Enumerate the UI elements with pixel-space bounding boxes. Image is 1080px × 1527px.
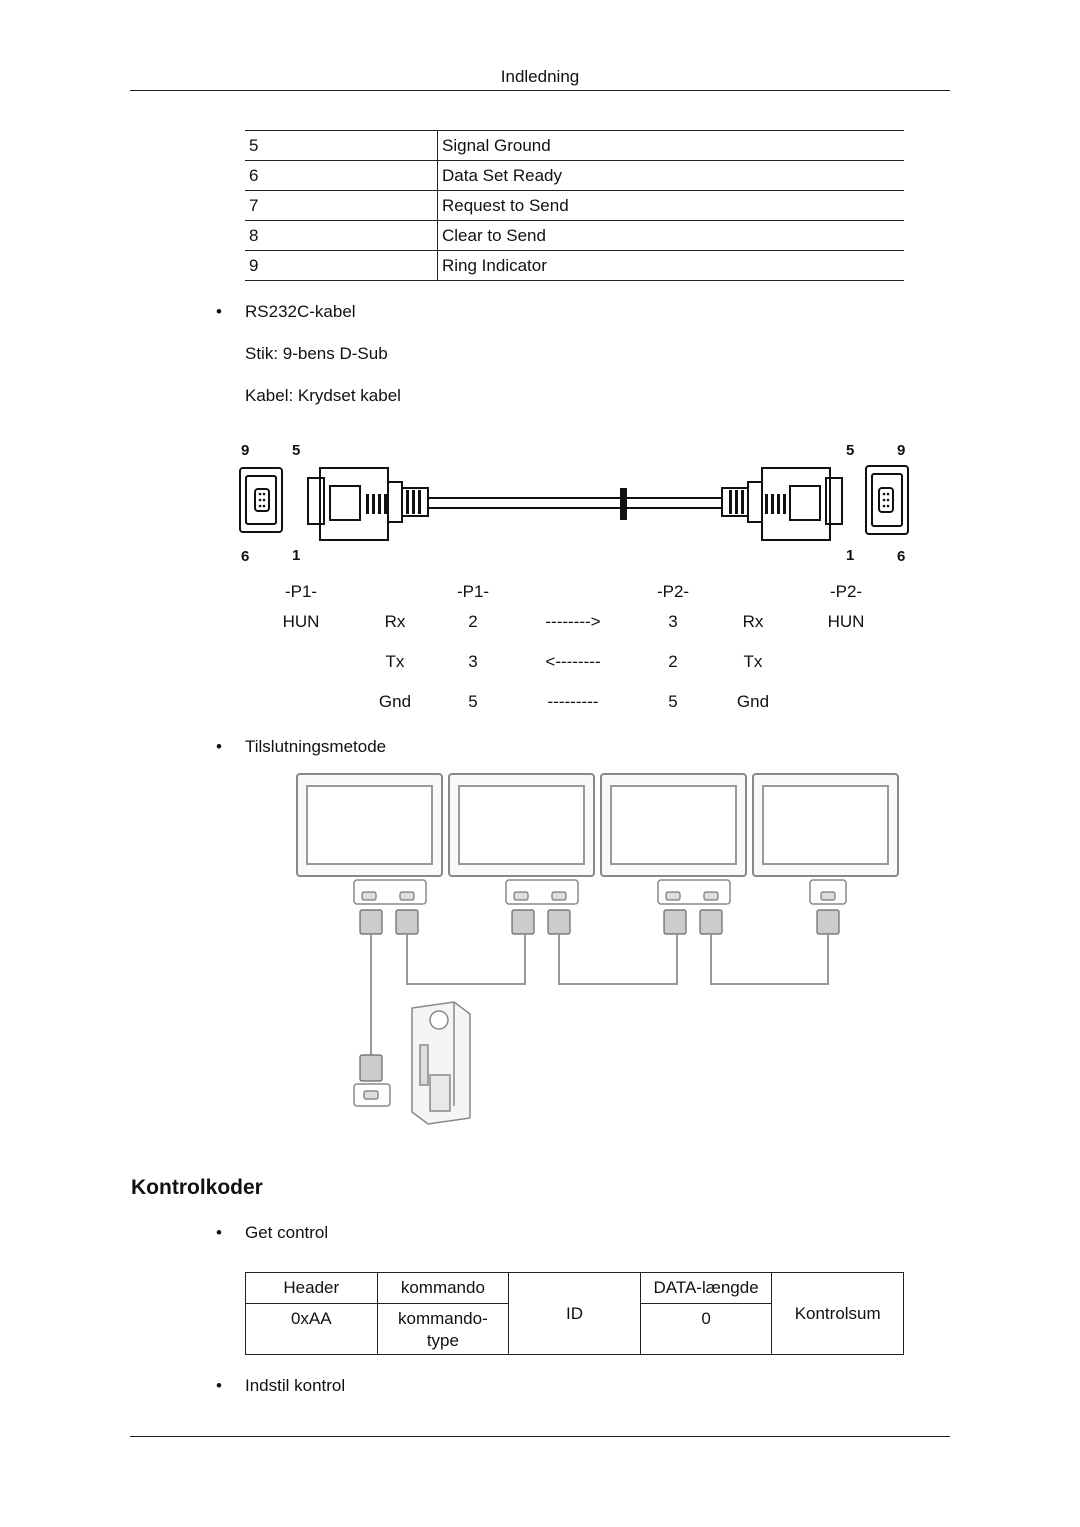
pin-label: 5 [292, 442, 300, 459]
wiring-pin: 2 [668, 652, 678, 671]
monitor-3 [600, 773, 747, 877]
monitor-2 [448, 773, 595, 877]
wiring-signal: Tx [743, 652, 763, 671]
wiring-pin: 3 [468, 652, 478, 671]
wiring-gender: HUN [827, 612, 865, 631]
left-connector-pins [258, 492, 266, 508]
set-control-heading: Indstil kontrol [245, 1376, 346, 1395]
bullet-marker: • [216, 1376, 222, 1395]
wiring-signal: Gnd [378, 692, 412, 711]
col-id: ID [508, 1272, 641, 1355]
wiring-signal: Tx [385, 652, 405, 671]
pin-signal: Signal Ground [437, 130, 904, 161]
pin-table: 5 Signal Ground 6 Data Set Ready 7 Reque… [245, 130, 904, 281]
col-header: Header [245, 1272, 378, 1304]
pc-plug [359, 1054, 383, 1082]
table-row: 9 Ring Indicator [245, 250, 904, 281]
daisy-chain-connection-illustration [296, 773, 899, 1125]
right-connector-face [865, 465, 909, 535]
col-command: kommando [376, 1272, 510, 1304]
right-connector-pins [882, 492, 890, 508]
pin-label: 9 [241, 442, 249, 459]
wiring-header: -P2- [656, 582, 690, 601]
pin-signal: Clear to Send [437, 220, 904, 251]
data-length-value: 0 [639, 1303, 773, 1355]
wiring-signal: Rx [742, 612, 764, 631]
wiring-pin: 5 [468, 692, 478, 711]
table-row: 8 Clear to Send [245, 220, 904, 251]
cable-spec: Kabel: Krydset kabel [245, 386, 401, 405]
pin-label: 6 [897, 548, 905, 565]
wiring-pin: 3 [668, 612, 678, 631]
db9-ports [361, 891, 836, 901]
monitor-1 [296, 773, 443, 877]
right-plug [721, 467, 843, 541]
wiring-gender: HUN [282, 612, 320, 631]
connector-spec: Stik: 9-bens D-Sub [245, 344, 388, 363]
wiring-pin: 2 [468, 612, 478, 631]
pin-number: 7 [245, 190, 438, 221]
cable-plugs [359, 909, 840, 935]
wiring-header: -P2- [829, 582, 863, 601]
cable-line [428, 497, 722, 509]
monitors [296, 773, 899, 877]
left-plug-grip [366, 490, 421, 514]
wiring-arrow: <-------- [545, 652, 601, 671]
pc-tower [411, 1001, 471, 1125]
pin-label: 1 [292, 547, 300, 564]
wiring-signal: Gnd [736, 692, 770, 711]
command-value: kommando- type [376, 1303, 510, 1355]
chain-cables [370, 934, 829, 1055]
rs232-cable-heading: RS232C-kabel [245, 302, 356, 321]
table-row: 0xAA kommando- type 0 [245, 1303, 904, 1355]
pin-label: 9 [897, 442, 905, 459]
pc-port-panel [353, 1083, 391, 1107]
table-row: 7 Request to Send [245, 190, 904, 221]
monitor-4 [752, 773, 899, 877]
header-value: 0xAA [245, 1303, 378, 1355]
wiring-arrow: --------> [545, 612, 601, 631]
cable-ferrite [620, 488, 627, 520]
right-plug-grip [729, 490, 786, 514]
pin-signal: Request to Send [437, 190, 904, 221]
wiring-signal: Rx [384, 612, 406, 631]
pin-number: 8 [245, 220, 438, 251]
table-row: 6 Data Set Ready [245, 160, 904, 191]
table-row: 5 Signal Ground [245, 130, 904, 161]
command-table: Header kommando ID DATA-længde Kontrolsu… [245, 1272, 904, 1355]
pin-number: 9 [245, 250, 438, 281]
table-row: Header kommando ID DATA-længde Kontrolsu… [245, 1272, 904, 1355]
bullet-marker: • [216, 302, 222, 321]
connection-method-heading: Tilslutningsmetode [245, 737, 387, 756]
footer-rule [130, 1436, 950, 1437]
section-title: Kontrolkoder [131, 1176, 263, 1199]
rs232-cable-illustration: 9 5 6 1 5 9 1 6 [239, 442, 909, 565]
pin-signal: Data Set Ready [437, 160, 904, 191]
wiring-pin: 5 [668, 692, 678, 711]
pin-number: 5 [245, 130, 438, 161]
port-panels [353, 879, 847, 905]
pin-number: 6 [245, 160, 438, 191]
col-data-length: DATA-længde [639, 1272, 773, 1304]
left-plug [307, 467, 429, 541]
pin-signal: Ring Indicator [437, 250, 904, 281]
left-connector-face [239, 467, 283, 533]
pin-label: 1 [846, 547, 854, 564]
get-control-heading: Get control [245, 1223, 329, 1242]
bullet-marker: • [216, 737, 222, 756]
header-rule [130, 90, 950, 91]
pin-label: 5 [846, 442, 854, 459]
pin-label: 6 [241, 548, 249, 565]
wiring-header: -P1- [284, 582, 318, 601]
wiring-header: -P1- [456, 582, 490, 601]
bullet-marker: • [216, 1223, 222, 1242]
wiring-arrow: --------- [547, 692, 599, 711]
col-checksum: Kontrolsum [771, 1272, 904, 1355]
page-header-title: Indledning [500, 67, 580, 86]
